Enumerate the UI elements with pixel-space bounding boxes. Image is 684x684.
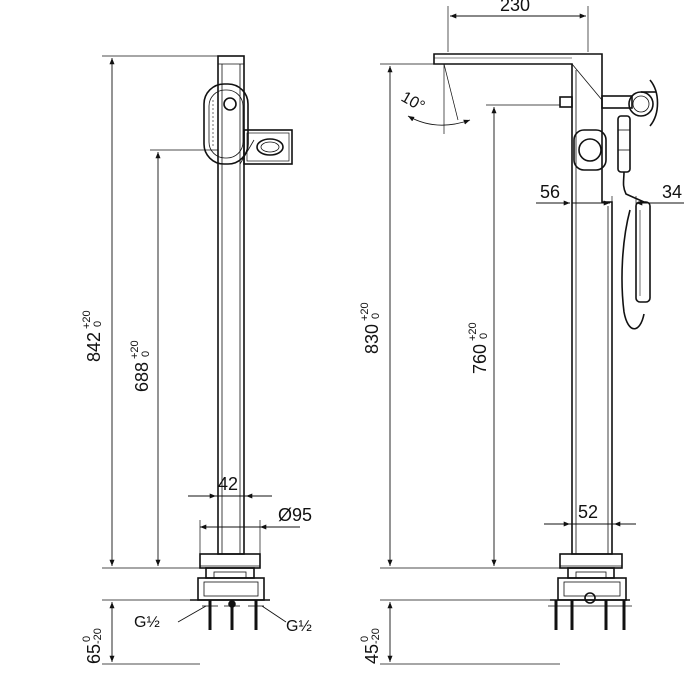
dim-760-tol-upper: +20 [467, 322, 479, 341]
right-faucet-body [433, 53, 659, 630]
dim-56: 56 [540, 182, 560, 202]
dim-10-deg: 10° [398, 89, 427, 116]
right-dimension-labels: 230 10° 830 +20 0 760 +20 0 45 0 -20 56 … [359, 0, 682, 664]
dim-65-tol-upper: 0 [81, 636, 93, 642]
thread-label-right: G½ [286, 618, 312, 635]
dim-45-value: 45 [362, 644, 382, 664]
left-faucet-body [190, 55, 293, 630]
dim-830-tol-lower: 0 [370, 313, 382, 319]
dim-65-value: 65 [84, 644, 104, 664]
dim-830-value: 830 [362, 324, 382, 354]
left-dimension-labels: 842 +20 0 688 +20 0 65 0 -20 42 Ø95 G½ G… [81, 310, 312, 664]
dim-688-tol-lower: 0 [140, 351, 152, 357]
dim-842-tol-upper: +20 [81, 310, 93, 329]
thread-label-left: G½ [134, 614, 160, 631]
dim-42: 42 [218, 474, 238, 494]
dim-34: 34 [662, 182, 682, 202]
dim-45-tol-lower: -20 [370, 628, 382, 644]
dim-688-tol-upper: +20 [129, 340, 141, 359]
dim-45-tol-upper: 0 [359, 636, 371, 642]
dim-842-tol-lower: 0 [92, 321, 104, 327]
dim-65-tol-lower: -20 [92, 628, 104, 644]
dim-230: 230 [500, 0, 530, 15]
dim-52: 52 [578, 502, 598, 522]
dim-760-value: 760 [470, 344, 490, 374]
dim-95-diameter: Ø95 [278, 505, 312, 525]
dim-830-tol-upper: +20 [359, 302, 371, 321]
dim-760-tol-lower: 0 [478, 333, 490, 339]
dim-688-value: 688 [132, 362, 152, 392]
dim-842-value: 842 [84, 332, 104, 362]
